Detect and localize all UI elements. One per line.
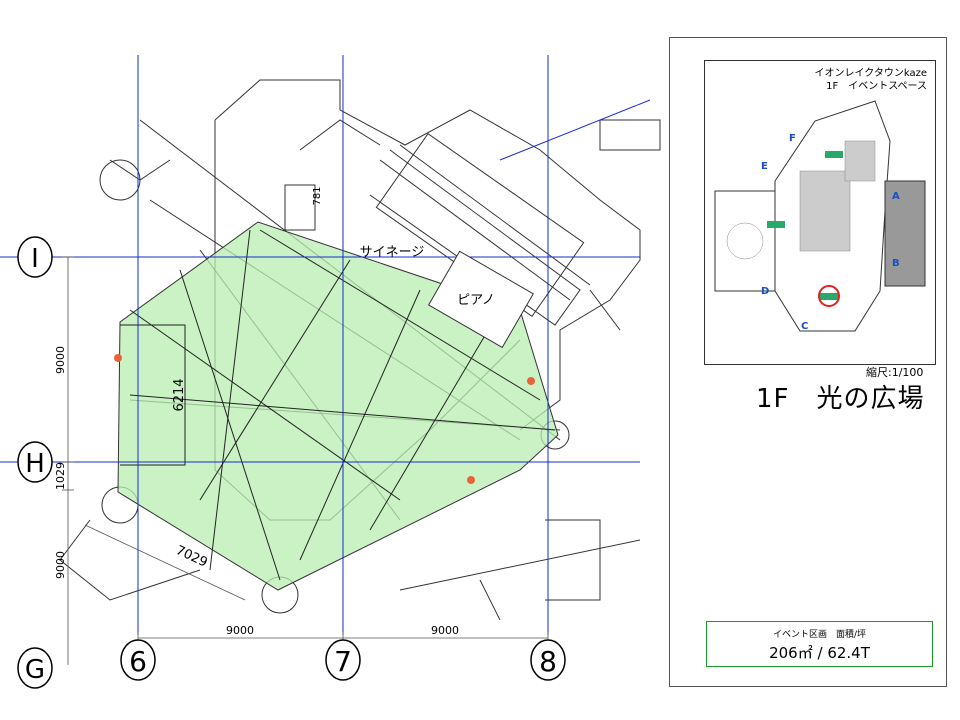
dimension-text: 9000 [54,346,67,374]
piano-label: ピアノ [457,293,495,308]
map-pin-f: F [789,133,796,144]
dimension-text: 9000 [226,624,254,637]
dimension-text: 1029 [54,462,67,490]
map-pin-e: E [761,161,768,172]
map-title-line2: 1F イベントスペース [826,81,927,92]
hydrant-markers [114,354,535,484]
mall-map-drawing [714,100,926,332]
scale-text: 縮尺:1/100 [866,366,924,379]
grid-lines [0,55,651,635]
grid-bubbles [17,236,566,689]
grid-row-label: I [31,244,39,274]
event-area-value: 206㎡ / 62.4T [769,644,870,662]
map-pin-c: C [801,321,809,332]
map-pin-a: A [892,191,900,202]
grid-col-label: 7 [334,645,352,678]
dimension-text: 9000 [431,624,459,637]
event-area-lines [120,229,556,581]
map-pin-b: B [892,258,900,269]
map-title: イオンレイクタウンkaze 1F イベントスペース [814,67,927,93]
info-panel: イオンレイクタウンkaze 1F イベントスペース A B C D E F 縮尺… [669,37,947,687]
map-pin-d: D [761,286,770,297]
piano-box [427,250,534,349]
signage-label: サイネージ [360,245,425,260]
dimension-text: 9000 [54,551,67,579]
grid-col-label: 8 [539,645,557,678]
event-area-label: イベント区画 面積/坪 [772,630,867,640]
map-title-line1: イオンレイクタウンkaze [814,68,927,79]
dimension-text: 6214 [172,378,187,411]
mall-location-map: イオンレイクタウンkaze 1F イベントスペース A B C D E F [704,60,936,365]
dimension-text: 781 [312,186,323,205]
venue-title: 1F 光の広場 [756,384,925,414]
event-location-marker [818,285,840,307]
grid-col-label: 6 [129,645,147,678]
grid-row-label: G [25,655,45,685]
dimension-text: 7029 [173,543,209,571]
event-area-box: イベント区画 面積/坪 206㎡ / 62.4T [706,621,933,667]
grid-row-label: H [25,449,45,479]
